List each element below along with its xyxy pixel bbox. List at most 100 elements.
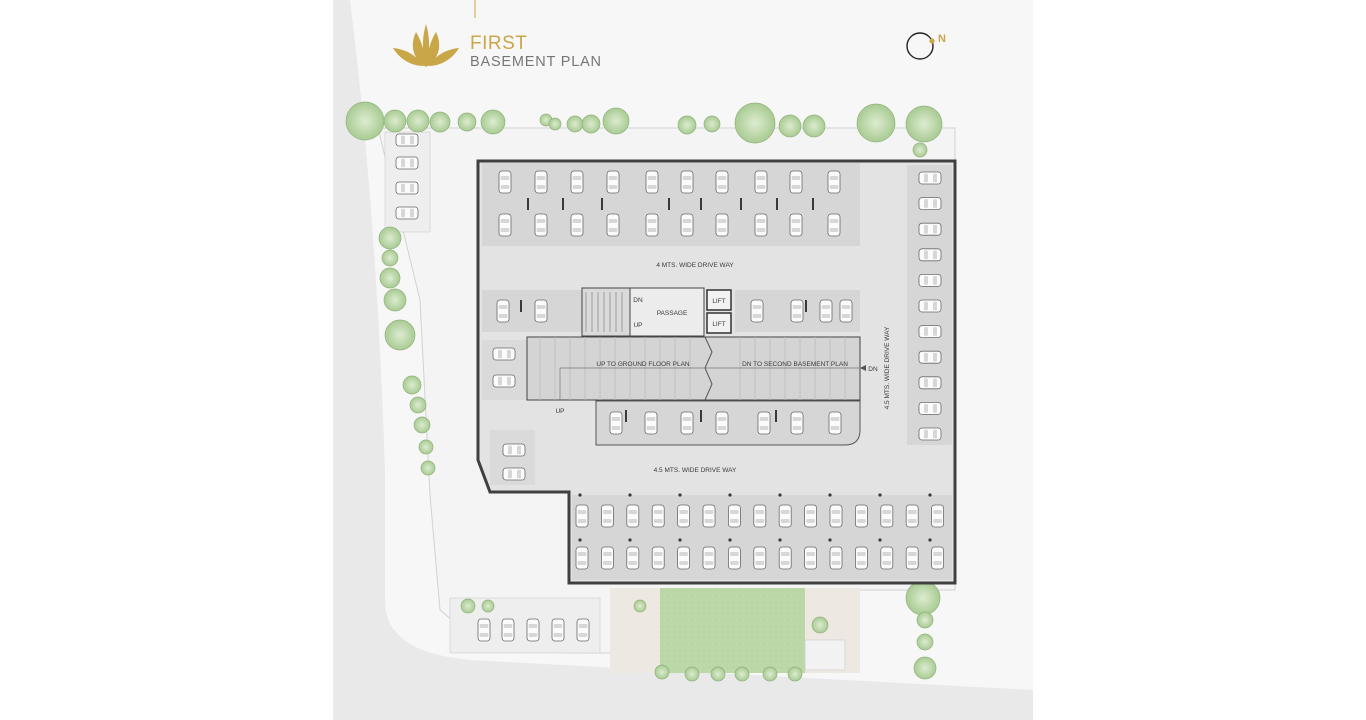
tree-icon [581,114,601,134]
tree-icon [383,288,407,312]
tree-icon [384,319,416,351]
tree-icon [912,142,928,158]
car-icon [677,504,691,528]
tree-icon [548,117,562,131]
tree-icon [633,599,647,613]
drive-way-bottom-label: 4.5 MTS. WIDE DRIVE WAY [654,467,737,474]
tree-icon [811,616,829,634]
staircase-icon [581,287,631,337]
car-icon [609,411,623,435]
car-icon [931,546,945,570]
car-icon [680,213,694,237]
car-icon [880,546,894,570]
tree-icon [703,115,721,133]
tree-icon [734,666,750,682]
lift-1-label: LIFT [712,298,725,305]
tree-icon [905,105,943,143]
car-icon [827,170,841,194]
car-icon [502,467,526,481]
car-icon [918,325,942,339]
car-icon [918,401,942,415]
tree-icon [406,109,430,133]
car-icon [880,504,894,528]
ramp-down-label: DN TO SECOND BASEMENT PLAN [742,361,848,368]
car-icon [778,504,792,528]
car-icon [498,213,512,237]
car-icon [753,546,767,570]
car-icon [575,546,589,570]
car-icon [918,248,942,262]
car-icon [750,299,764,323]
tree-icon [379,267,401,289]
car-icon [757,411,771,435]
car-icon [680,411,694,435]
lotus-logo-icon [393,24,459,67]
tree-icon [913,656,937,680]
car-icon [715,213,729,237]
car-icon [918,376,942,390]
car-icon [651,504,665,528]
car-icon [715,411,729,435]
car-icon [918,299,942,313]
car-icon [918,350,942,364]
car-icon [645,213,659,237]
tree-icon [677,115,697,135]
car-icon [680,170,694,194]
car-icon [753,504,767,528]
car-icon [918,197,942,211]
car-icon [854,546,868,570]
car-icon [575,504,589,528]
car-icon [492,374,516,388]
car-icon [644,411,658,435]
utility-block [804,639,846,671]
car-icon [827,213,841,237]
car-icon [918,222,942,236]
tree-icon [654,664,670,680]
car-icon [778,546,792,570]
lawn [660,588,805,673]
tree-icon [457,112,477,132]
tree-icon [710,666,726,682]
stair-down-label: DN [633,297,643,304]
car-icon [496,299,510,323]
car-icon [804,546,818,570]
lift-2-label: LIFT [712,321,725,328]
tree-icon [916,611,934,629]
car-icon [754,170,768,194]
stair-up-label: UP [633,322,642,329]
car-icon [702,546,716,570]
car-icon [790,411,804,435]
drive-way-right-label: 4.5 MTS. WIDE DRIVE WAY [884,326,891,409]
tree-icon [856,103,896,143]
passage-label: PASSAGE [657,310,688,317]
tree-icon [481,599,495,613]
tree-icon [480,109,506,135]
car-icon [570,170,584,194]
tree-icon [378,226,402,250]
car-icon [498,170,512,194]
basement-slab [476,159,957,585]
tree-icon [409,396,427,414]
car-icon [828,411,842,435]
car-icon [502,443,526,457]
car-icon [626,504,640,528]
tree-icon [916,633,934,651]
car-icon [754,213,768,237]
tree-icon [802,114,826,138]
car-icon [931,504,945,528]
tree-icon [383,109,407,133]
car-icon [790,299,804,323]
tree-icon [905,580,941,616]
car-icon [626,546,640,570]
tree-icon [413,416,431,434]
tree-icon [734,102,776,144]
tree-icon [402,375,422,395]
ramp-dn-arrow-label: DN [868,366,878,373]
tree-icon [684,666,700,682]
plan-title-line1: FIRST [470,33,528,54]
car-icon [819,299,833,323]
tree-icon [460,598,476,614]
car-icon [789,213,803,237]
